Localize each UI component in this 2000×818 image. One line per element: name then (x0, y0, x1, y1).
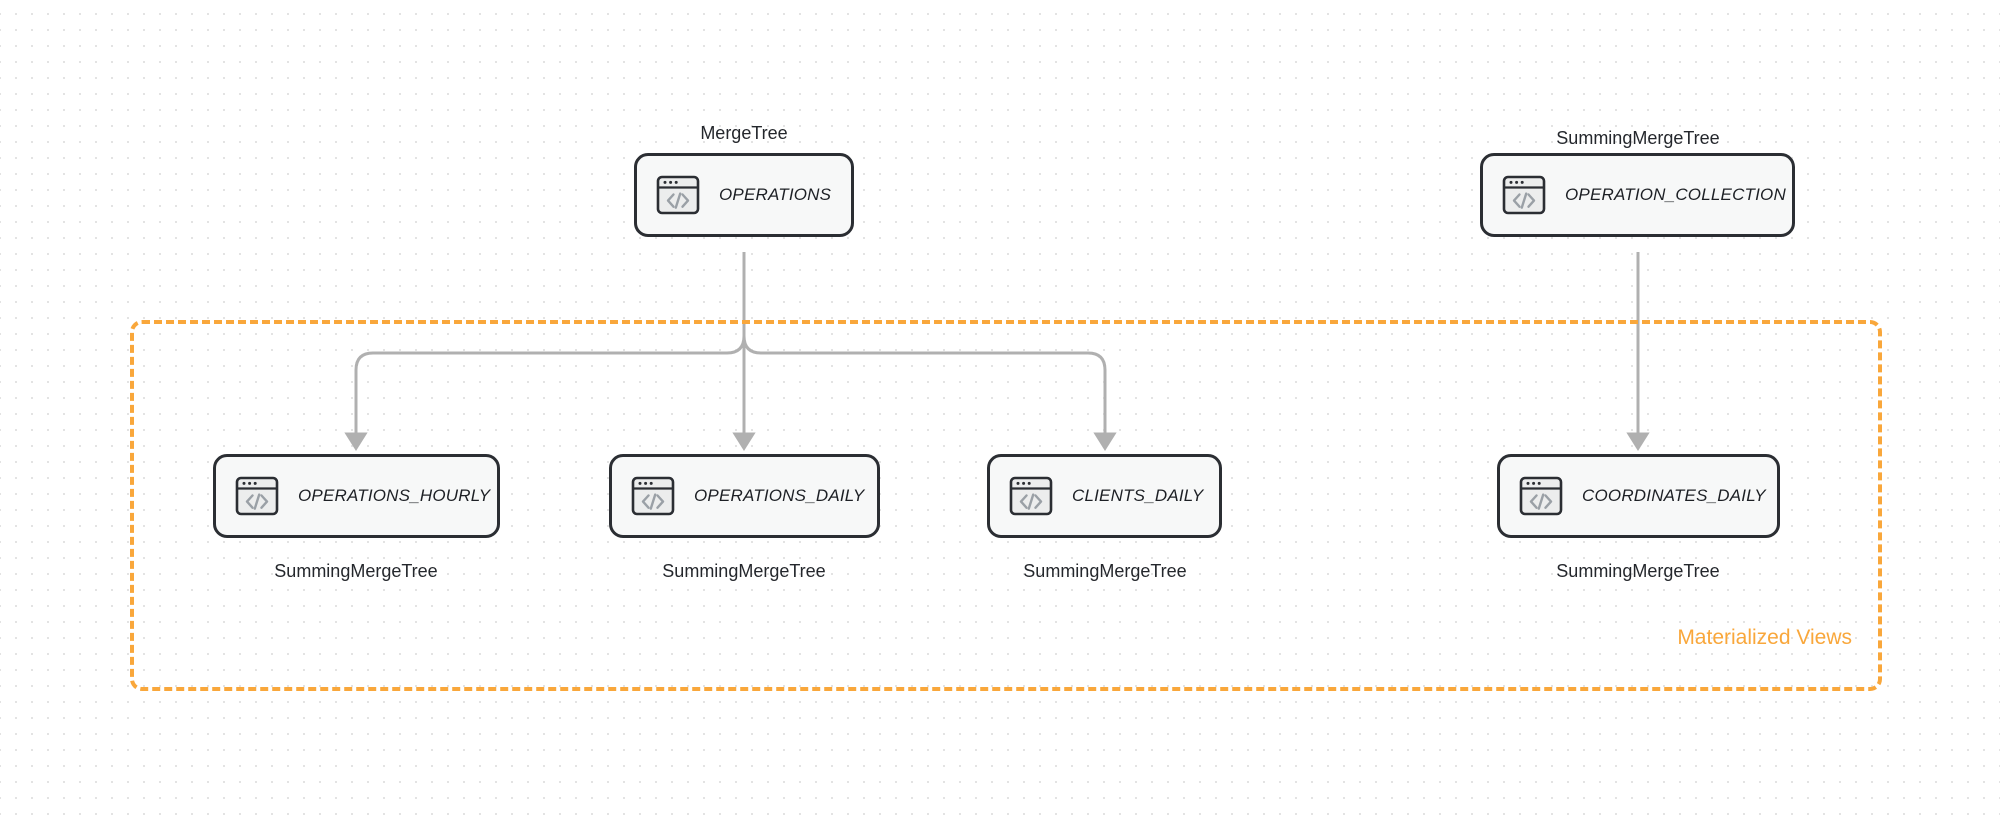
materialized-views-group (130, 320, 1882, 691)
node-coordinates-daily[interactable]: COORDINATES_DAILY (1497, 454, 1780, 538)
node-clients-daily[interactable]: CLIENTS_DAILY (987, 454, 1222, 538)
code-window-icon (631, 476, 675, 516)
engine-label-operations-hourly: SummingMergeTree (274, 561, 438, 581)
node-title-clients-daily: CLIENTS_DAILY (1072, 486, 1204, 505)
engine-label-operation-collection: SummingMergeTree (1556, 128, 1720, 148)
node-title-operations-hourly: OPERATIONS_HOURLY (298, 486, 491, 505)
node-operations-hourly[interactable]: OPERATIONS_HOURLY (213, 454, 500, 538)
engine-label-coordinates-daily: SummingMergeTree (1556, 561, 1720, 581)
node-operations-daily[interactable]: OPERATIONS_DAILY (609, 454, 880, 538)
code-window-icon (1519, 476, 1563, 516)
node-title-coordinates-daily: COORDINATES_DAILY (1582, 486, 1766, 505)
materialized-views-label: Materialized Views (1677, 626, 1852, 649)
node-operations[interactable]: OPERATIONS (634, 153, 854, 237)
engine-label-operations-daily: SummingMergeTree (662, 561, 826, 581)
code-window-icon (1009, 476, 1053, 516)
code-window-icon (235, 476, 279, 516)
node-title-operations: OPERATIONS (719, 185, 832, 204)
node-operation-collection[interactable]: OPERATION_COLLECTION (1480, 153, 1795, 237)
engine-label-clients-daily: SummingMergeTree (1023, 561, 1187, 581)
code-window-icon (1502, 175, 1546, 215)
node-title-operations-daily: OPERATIONS_DAILY (694, 486, 865, 505)
engine-label-operations: MergeTree (700, 123, 788, 143)
node-title-operation-collection: OPERATION_COLLECTION (1565, 185, 1786, 204)
code-window-icon (656, 175, 700, 215)
